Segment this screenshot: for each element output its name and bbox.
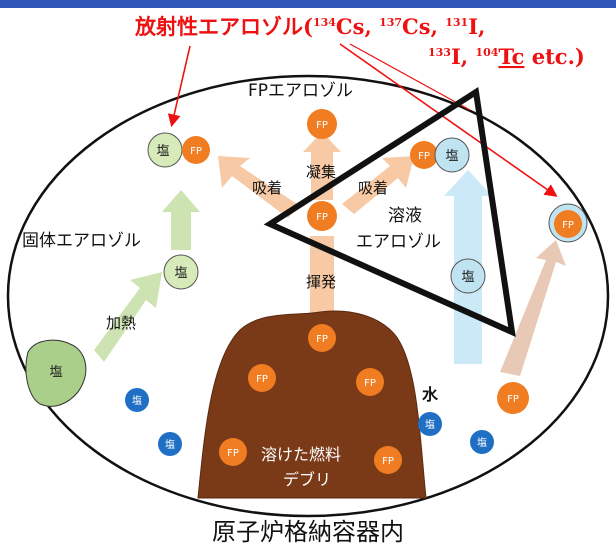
svg-text:FP: FP (190, 146, 202, 157)
svg-text:FP: FP (256, 374, 268, 385)
water-salt-2: 塩 (158, 432, 182, 456)
title-line-1: 放射性エアロゾル(134Cs, 137Cs, 131I, (134, 14, 485, 39)
fp-debris-2: FP (248, 364, 276, 392)
fp-debris-4: FP (219, 438, 247, 466)
salt-deposit-label: 塩 (49, 365, 62, 380)
svg-text:塩: 塩 (445, 149, 458, 164)
svg-text:FP: FP (364, 378, 376, 389)
fp-particle-center: FP (307, 201, 337, 231)
solid-aerosol-up-arrow (162, 190, 200, 250)
debris-label-2: デブリ (283, 470, 331, 489)
svg-text:塩: 塩 (156, 144, 169, 159)
fp-salt-particle-right: FP 塩 (410, 137, 470, 173)
heating-arrow (94, 272, 162, 362)
svg-text:塩: 塩 (477, 436, 487, 449)
containment-vessel-caption: 原子炉格納容器内 (212, 518, 404, 546)
debris-label-1: 溶けた燃料 (261, 445, 341, 464)
water-label: 水 (422, 385, 439, 404)
molten-fuel-debris (197, 310, 427, 499)
water-salt-1: 塩 (125, 388, 149, 412)
svg-text:FP: FP (227, 448, 239, 459)
absorb-right-label: 吸着 (358, 179, 388, 197)
fp-debris-3: FP (356, 368, 384, 396)
volatilize-label: 揮発 (306, 273, 336, 291)
title-line-2: 133I, 104Tc etc.) (428, 44, 585, 69)
absorb-left-arrow (218, 156, 300, 218)
svg-text:FP: FP (316, 212, 328, 223)
salt-fp-particle-left: 塩 FP (147, 132, 210, 168)
svg-text:FP: FP (316, 334, 328, 345)
salt-deposit (25, 339, 87, 407)
pointer-to-right-aerosol (339, 43, 558, 197)
svg-text:塩: 塩 (425, 418, 435, 431)
absorb-right-arrow (342, 156, 414, 214)
absorb-left-label: 吸着 (252, 179, 282, 197)
containment-vessel-outline (6, 74, 610, 518)
svg-text:FP: FP (316, 120, 328, 131)
svg-text:塩: 塩 (132, 394, 142, 407)
fp-in-droplet-particle: FP (548, 203, 588, 243)
svg-text:FP: FP (562, 220, 574, 231)
pointer-to-right-aerosol-2 (349, 43, 471, 111)
solution-aerosol-triangle (263, 86, 516, 337)
pointer-to-left-aerosol (167, 45, 191, 128)
fp-particle-bottom-right: FP (497, 382, 529, 414)
fp-debris-1: FP (308, 324, 336, 352)
solid-aerosol-label: 固体エアロゾル (22, 231, 141, 251)
condense-label: 凝集 (306, 163, 336, 181)
svg-text:FP: FP (507, 394, 519, 405)
water-salt-4: 塩 (470, 430, 494, 454)
fp-aerosol-label: FPエアロゾル (248, 81, 353, 101)
solution-label-1: 溶液 (388, 206, 422, 226)
solid-salt-particle: 塩 (163, 254, 199, 290)
water-salt-3: 塩 (418, 412, 442, 436)
svg-text:塩: 塩 (165, 438, 175, 451)
solution-label-2: エアロゾル (356, 232, 441, 252)
top-accent-bar (0, 0, 616, 8)
fp-aerosol-particle: FP (307, 109, 337, 139)
svg-text:塩: 塩 (461, 270, 474, 285)
heating-label: 加熱 (106, 314, 136, 332)
dissolved-salt-particle: 塩 (450, 258, 486, 294)
svg-text:塩: 塩 (174, 266, 187, 281)
svg-text:FP: FP (382, 456, 394, 467)
water-up-arrow-right (500, 240, 566, 376)
fp-debris-5: FP (374, 446, 402, 474)
svg-text:FP: FP (418, 151, 430, 162)
